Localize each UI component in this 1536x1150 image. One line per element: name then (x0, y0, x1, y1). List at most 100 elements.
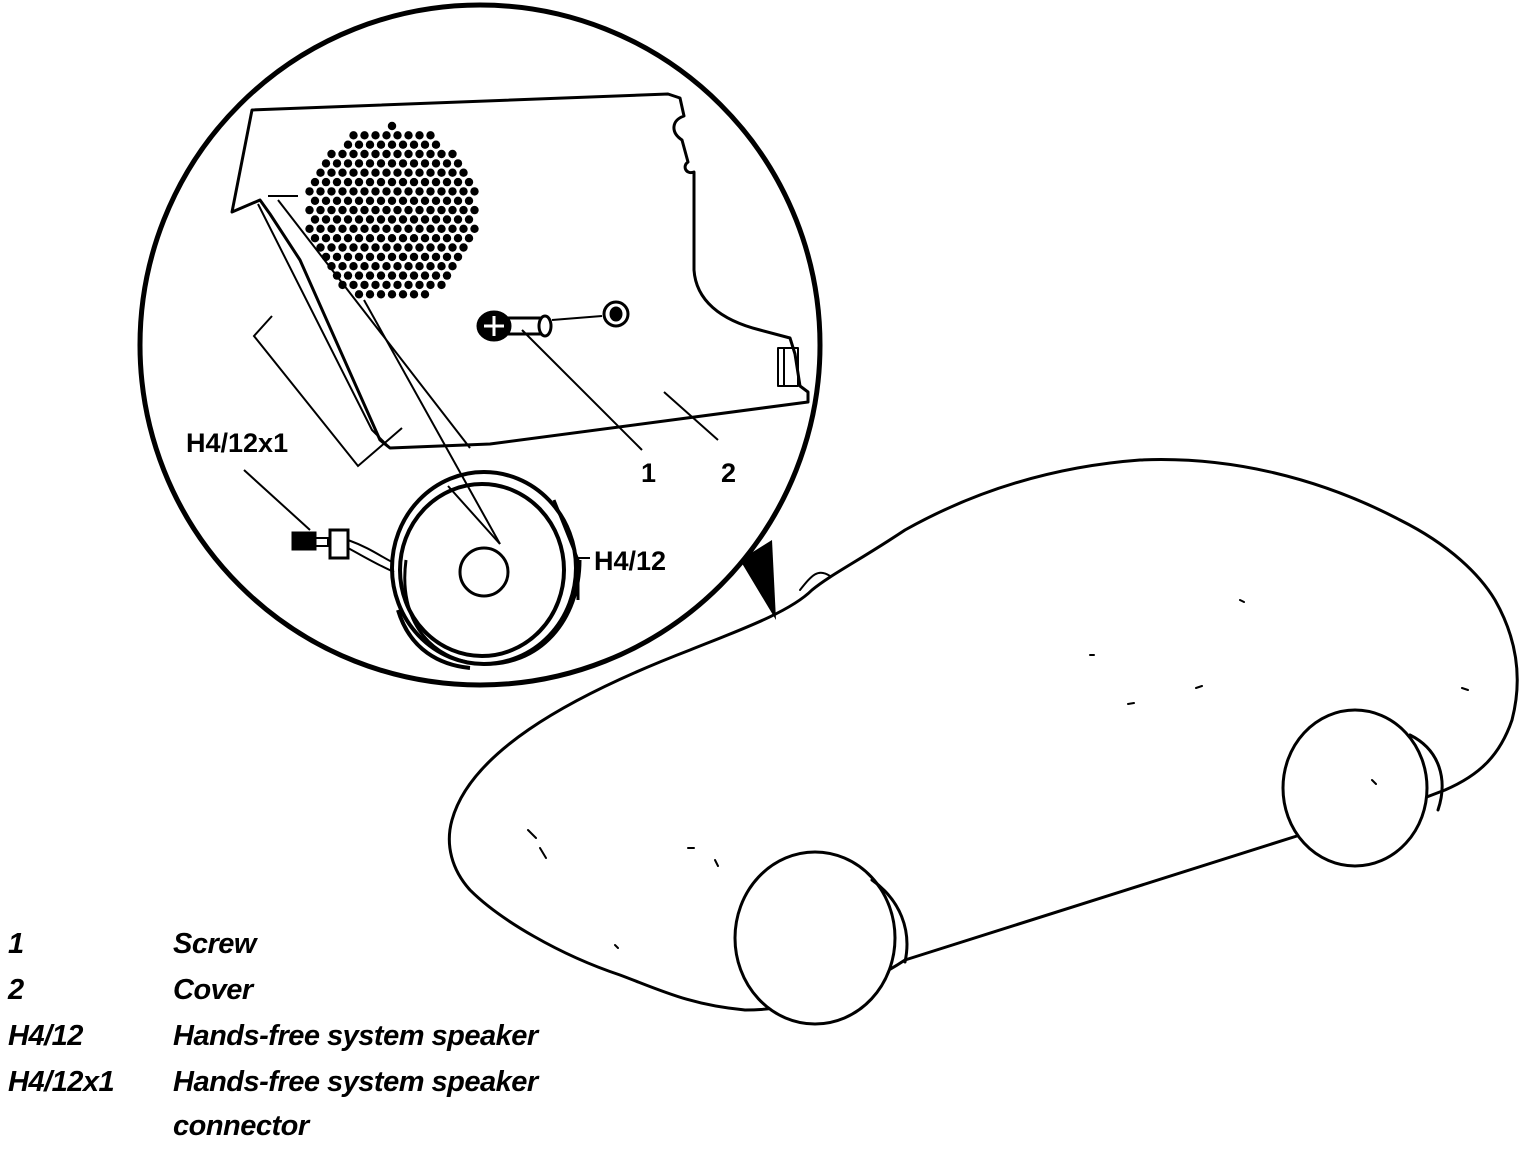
grille-dot (354, 159, 364, 168)
grille-dot (453, 177, 463, 187)
grille-dot (464, 215, 474, 224)
grille-dot (453, 196, 463, 205)
grille-dot (442, 234, 452, 243)
grille-dot (376, 234, 386, 243)
grille-dot (442, 159, 452, 168)
grille-dot (459, 168, 468, 177)
grille-dot (420, 140, 430, 149)
grille-dot (365, 234, 375, 243)
grille-dot (431, 215, 441, 224)
grille-dot (321, 252, 331, 262)
grille-dot (464, 234, 474, 243)
grille-dot (420, 271, 430, 280)
car-outline (447, 458, 1519, 1026)
grille-dot (321, 196, 331, 205)
grille-dot (415, 168, 424, 177)
grille-dot (321, 177, 331, 187)
grille-dot (409, 159, 419, 168)
grille-dot (360, 168, 369, 177)
grille-dot (409, 215, 419, 224)
grille-dot (398, 252, 408, 262)
grille-dot (437, 243, 446, 252)
grille-dot (426, 205, 435, 215)
grille-dot (437, 168, 446, 177)
grille-dot (376, 177, 386, 187)
grille-dot (404, 131, 413, 140)
grille-dot (393, 280, 402, 290)
grille-dot (398, 140, 408, 149)
grille-dot (371, 262, 380, 271)
grille-dot (321, 215, 331, 224)
grille-dot (404, 262, 413, 271)
grille-dot (448, 243, 457, 252)
grille-dot (398, 215, 408, 224)
grille-dot (316, 205, 325, 215)
grille-dot (387, 215, 397, 224)
grille-dot (393, 187, 402, 196)
grille-dot (354, 215, 364, 224)
legend-desc: Hands-free system speaker connector (173, 1066, 538, 1142)
grille-dot (393, 205, 402, 215)
grille-dot (431, 271, 441, 280)
grille-dot (448, 262, 457, 271)
grille-dot (360, 149, 369, 159)
grille-dot (404, 280, 413, 290)
grille-dot (338, 205, 347, 215)
grille-dot (426, 168, 435, 177)
grille-dot (415, 280, 424, 290)
grille-dot (360, 262, 369, 271)
grille-dot (316, 168, 325, 177)
grille-dot (448, 224, 457, 233)
grille-dot (310, 196, 320, 205)
grille-dot (327, 205, 336, 215)
grille-dot (354, 234, 364, 243)
grille-dot (376, 252, 386, 262)
grille-dot (426, 280, 435, 290)
grille-dot (398, 177, 408, 187)
grille-dot (338, 149, 347, 159)
grille-dot (354, 177, 364, 187)
grille-dot (459, 205, 468, 215)
grille-dot (409, 140, 419, 149)
grille-dot (305, 187, 314, 196)
grille-dot (365, 271, 375, 280)
grille-dot (415, 131, 424, 140)
grille-dot (371, 187, 380, 196)
grille-dot (442, 252, 452, 262)
grille-dot (470, 187, 479, 196)
grille-dot (431, 159, 441, 168)
grille-dot (409, 177, 419, 187)
grille-dot (343, 271, 353, 280)
grille-dot (437, 149, 446, 159)
grille-dot (453, 252, 463, 262)
roof-line (799, 571, 831, 591)
grille-dot (332, 196, 342, 205)
grille-dot (448, 187, 457, 196)
grille-dot (382, 262, 391, 271)
grille-dot (398, 234, 408, 243)
speaker (390, 470, 582, 670)
car-body (447, 458, 1519, 1012)
connector (291, 528, 395, 573)
grille-dot (420, 234, 430, 243)
grille-dot (343, 234, 353, 243)
grille-dot (343, 196, 353, 205)
grille-dot (327, 243, 336, 252)
grille-dot (332, 159, 342, 168)
grille-dot (387, 252, 397, 262)
grille-dot (338, 280, 347, 290)
grille-dot (371, 149, 380, 159)
grille-dot (305, 205, 314, 215)
grille-dot (398, 196, 408, 205)
grille-dot (376, 271, 386, 280)
grille-dot (420, 177, 430, 187)
grille-dot (360, 280, 369, 290)
legend-key: 1 (8, 928, 24, 960)
washer (602, 300, 630, 328)
grille-dot (431, 140, 441, 149)
grille-dot (371, 280, 380, 290)
grille-dot (409, 252, 419, 262)
grille-dot (431, 234, 441, 243)
grille-dot (426, 149, 435, 159)
grille-dot (393, 262, 402, 271)
